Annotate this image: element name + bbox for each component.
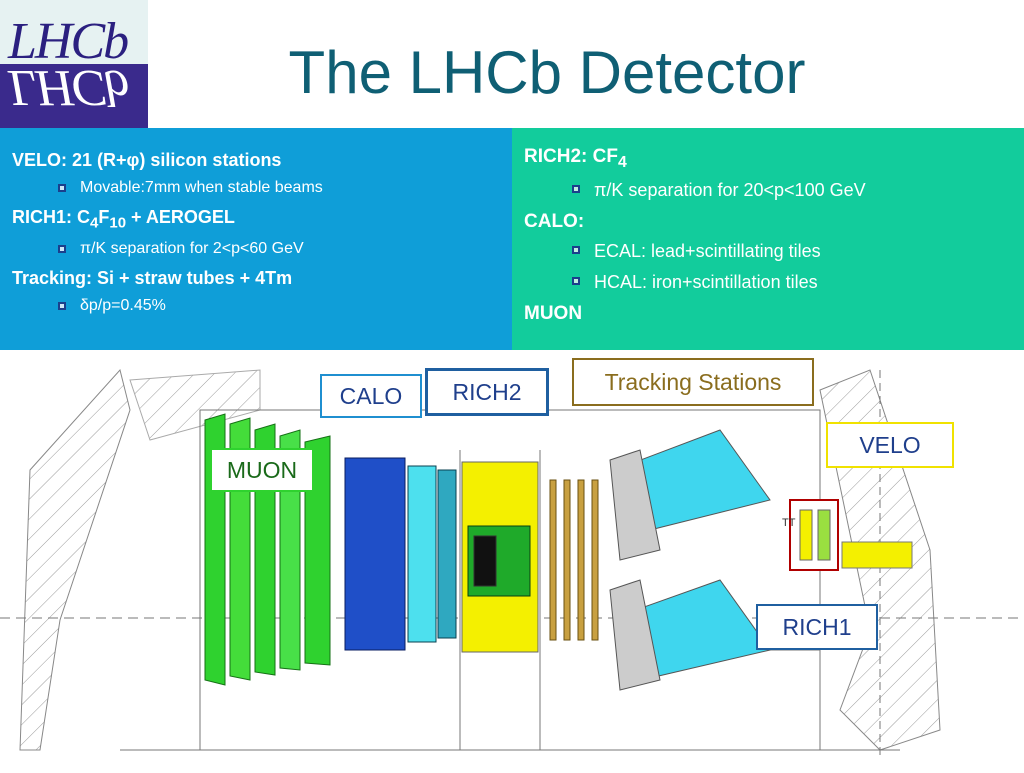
phi-symbol: φ xyxy=(126,150,140,170)
pi-symbol: π xyxy=(80,239,92,257)
bullet-icon xyxy=(572,276,580,285)
calo-blocks xyxy=(344,457,457,651)
hcal-text: HCAL: iron+scintillation tiles xyxy=(594,271,818,292)
rich1-sub2: 10 xyxy=(109,214,127,232)
tracking-item: Tracking: Si + straw tubes + 4Tm xyxy=(12,267,293,288)
tracking-stations-label: Tracking Stations xyxy=(572,358,814,406)
page-title: The LHCb Detector xyxy=(288,39,806,106)
ecal-sub: ECAL: lead+scintillating tiles xyxy=(572,240,1014,262)
velo-sub: Movable:7mm when stable beams xyxy=(58,179,502,197)
velo-label-a: VELO: 21 (R+ xyxy=(12,150,127,170)
rich2-sub: π/K separation for 20<p<100 GeV xyxy=(572,179,1014,201)
rich2-item: RICH2: CF4 xyxy=(524,146,1014,172)
rich2-sub-text: /K separation for 20<p<100 GeV xyxy=(606,179,866,200)
rich2-label: RICH2 xyxy=(425,368,549,416)
calo-item: CALO: xyxy=(524,210,585,232)
velo-region xyxy=(789,499,913,571)
logo-band xyxy=(0,64,148,128)
bullet-icon xyxy=(58,184,66,192)
rich2-label: RICH2: CF xyxy=(524,146,618,167)
logo-text-reflection: LHCb xyxy=(8,59,128,116)
logo-text: LHCb xyxy=(8,13,129,70)
ecal-text: ECAL: lead+scintillating tiles xyxy=(594,240,821,261)
bullet-icon xyxy=(58,301,66,310)
left-info-panel: VELO: 21 (R+φ) silicon stations Movable:… xyxy=(0,128,512,350)
lhcb-logo: LHCb LHCb xyxy=(0,0,148,128)
rich1-mirrors xyxy=(609,429,771,691)
calo-label: CALO xyxy=(320,374,422,418)
velo-label-b: ) silicon stations xyxy=(139,150,282,170)
rich1-label: RICH1 xyxy=(756,604,878,650)
rich1-sub: π/K separation for 2<p<60 GeV xyxy=(58,239,502,258)
rich1-sub1: 4 xyxy=(90,214,99,232)
pi-symbol: π xyxy=(594,179,607,200)
tracking-sub-text: p/p=0.45% xyxy=(88,296,166,314)
bullet-icon xyxy=(58,244,66,253)
velo-sub-text: Movable:7mm when stable beams xyxy=(80,179,323,196)
rich1-sub-text: /K separation for 2<p<60 GeV xyxy=(91,239,304,257)
velo-item: VELO: 21 (R+φ) silicon stations xyxy=(12,150,502,171)
velo-label: VELO xyxy=(826,422,954,468)
hcal-sub: HCAL: iron+scintillation tiles xyxy=(572,271,1014,293)
bullet-icon xyxy=(572,184,580,193)
rich2-block xyxy=(461,461,539,653)
detector-diagram: TT CALO RICH2 Tracking Stations VELO MUO… xyxy=(0,350,1024,768)
bullet-icon xyxy=(572,245,580,254)
rich2-sub1: 4 xyxy=(617,153,627,171)
tt-label: TT xyxy=(782,517,796,529)
tracking-sub: δp/p=0.45% xyxy=(58,296,502,315)
rich1-item: RICH1: C4F10 + AEROGEL xyxy=(12,207,502,232)
rich1-label-a: RICH1: C xyxy=(12,207,91,227)
tracking-station-bars xyxy=(549,479,599,641)
rich1-label-c: + AEROGEL xyxy=(126,207,235,227)
rich1-label-b: F xyxy=(98,207,110,227)
right-info-panel: RICH2: CF4 π/K separation for 20<p<100 G… xyxy=(512,128,1024,350)
muon-item: MUON xyxy=(524,302,583,324)
muon-label: MUON xyxy=(210,448,314,492)
delta-symbol: δ xyxy=(80,296,89,314)
